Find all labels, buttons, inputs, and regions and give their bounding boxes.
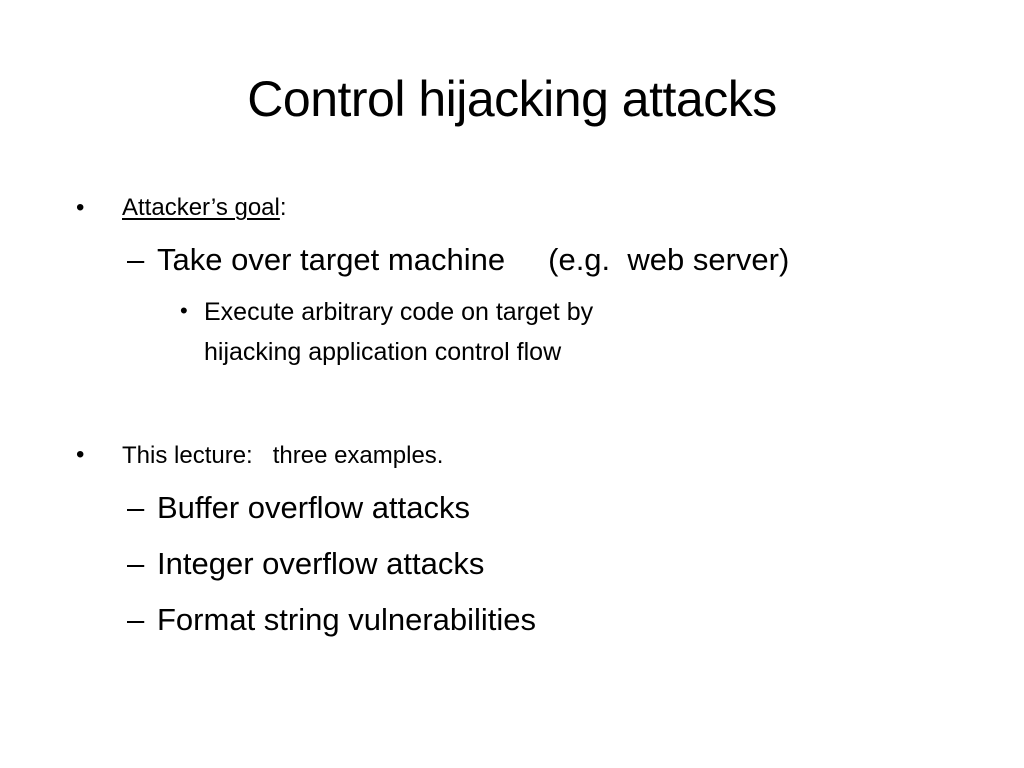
list-item-format-string: –Format string vulnerabilities [127, 601, 536, 639]
dash-icon: – [127, 242, 145, 277]
list-item-take-over: –Take over target machine (e.g. web serv… [127, 241, 789, 279]
section-heading-attackers-goal: Attacker’s goal: [122, 193, 287, 223]
list-item-text: Integer overflow attacks [157, 546, 485, 581]
subitem-line-2: hijacking application control flow [204, 338, 562, 366]
list-item-text: Format string vulnerabilities [157, 602, 537, 637]
subitem-line-1: Execute arbitrary code on target by [204, 298, 594, 326]
list-item-integer-overflow: –Integer overflow attacks [127, 545, 484, 583]
dash-icon: – [127, 490, 145, 525]
dash-icon: – [127, 546, 145, 581]
slide-title: Control hijacking attacks [247, 71, 777, 127]
list-item-text: Buffer overflow attacks [157, 490, 471, 525]
bullet-icon: • [76, 194, 85, 221]
section-heading-this-lecture: This lecture: three examples. [122, 442, 444, 469]
heading-suffix: : [279, 194, 287, 221]
heading-label: Attacker’s goal [122, 194, 280, 221]
list-item-buffer-overflow: –Buffer overflow attacks [127, 489, 470, 527]
bullet-icon: • [76, 441, 85, 468]
list-item-text: Take over target machine (e.g. web serve… [157, 242, 790, 277]
bullet-icon: • [180, 298, 188, 323]
dash-icon: – [127, 602, 145, 637]
